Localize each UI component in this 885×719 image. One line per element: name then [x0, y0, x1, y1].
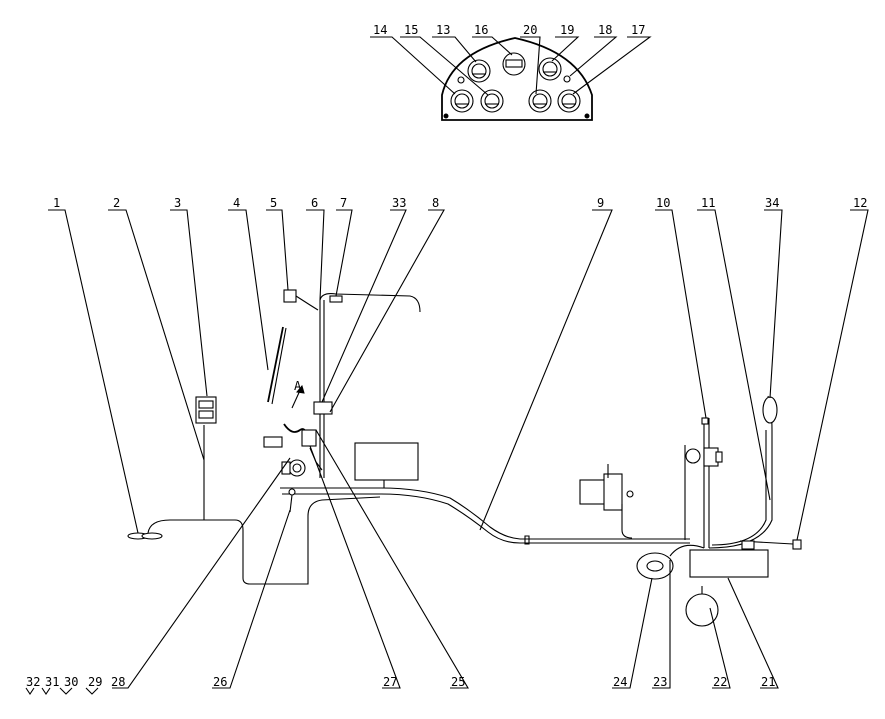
callout-18: 18: [598, 23, 612, 37]
headlamp-34: [762, 396, 778, 424]
callout-27: 27: [383, 675, 397, 689]
switch-box-3: [195, 396, 217, 424]
callout-7: 7: [340, 196, 347, 210]
gauge-15: [480, 89, 504, 113]
horn-24: [636, 552, 674, 580]
callout-14: 14: [373, 23, 387, 37]
callout-9: 9: [597, 196, 604, 210]
callout-leaders: [25, 209, 869, 695]
battery-21: [689, 549, 769, 578]
callout-29: 29: [88, 675, 102, 689]
lamp-12: [792, 539, 802, 550]
component-7: [329, 295, 343, 303]
callout-17: 17: [631, 23, 645, 37]
combination-switch: [313, 401, 333, 415]
callout-28: 28: [111, 675, 125, 689]
callout-1: 1: [53, 196, 60, 210]
callout-10: 10: [656, 196, 670, 210]
gauge-14: [450, 89, 474, 113]
callout-20: 20: [523, 23, 537, 37]
callout-5: 5: [270, 196, 277, 210]
gauge-19: [538, 57, 562, 81]
callout-22: 22: [713, 675, 727, 689]
gauge-20: [528, 89, 552, 113]
callout-24: 24: [613, 675, 627, 689]
indicator-lamp-18: [563, 75, 571, 83]
callout-21: 21: [761, 675, 775, 689]
callout-3: 3: [174, 196, 181, 210]
component-5: [283, 289, 297, 303]
callout-2: 2: [113, 196, 120, 210]
callout-11: 11: [701, 196, 715, 210]
panel-leaders: [370, 36, 652, 96]
callout-8: 8: [432, 196, 439, 210]
callout-12: 12: [853, 196, 867, 210]
gauge-16: [502, 52, 526, 76]
callout-33: 33: [392, 196, 406, 210]
display-box: [354, 442, 419, 481]
callout-30: 30: [64, 675, 78, 689]
indicator-lamp-left: [457, 76, 465, 84]
callout-19: 19: [560, 23, 574, 37]
callout-15: 15: [404, 23, 418, 37]
view-marker-a: A: [294, 379, 302, 393]
control-cluster: [263, 423, 323, 513]
instrument-panel: [441, 37, 593, 121]
callout-23: 23: [653, 675, 667, 689]
callout-32: 32: [26, 675, 40, 689]
callout-labels: 14 15 13 16 20 19 18 17 1 2 3 4 5 6 7 33…: [26, 23, 867, 689]
callout-6: 6: [311, 196, 318, 210]
callout-13: 13: [436, 23, 450, 37]
callout-34: 34: [765, 196, 779, 210]
callout-31: 31: [45, 675, 59, 689]
lamp-1: [127, 532, 163, 540]
callout-4: 4: [233, 196, 240, 210]
callout-25: 25: [451, 675, 465, 689]
gauge-13: [467, 59, 491, 83]
callout-26: 26: [213, 675, 227, 689]
starter-motor: [579, 464, 634, 511]
gauge-17: [557, 89, 581, 113]
callout-16: 16: [474, 23, 488, 37]
generator: [685, 447, 723, 467]
main-harness: [127, 289, 802, 627]
